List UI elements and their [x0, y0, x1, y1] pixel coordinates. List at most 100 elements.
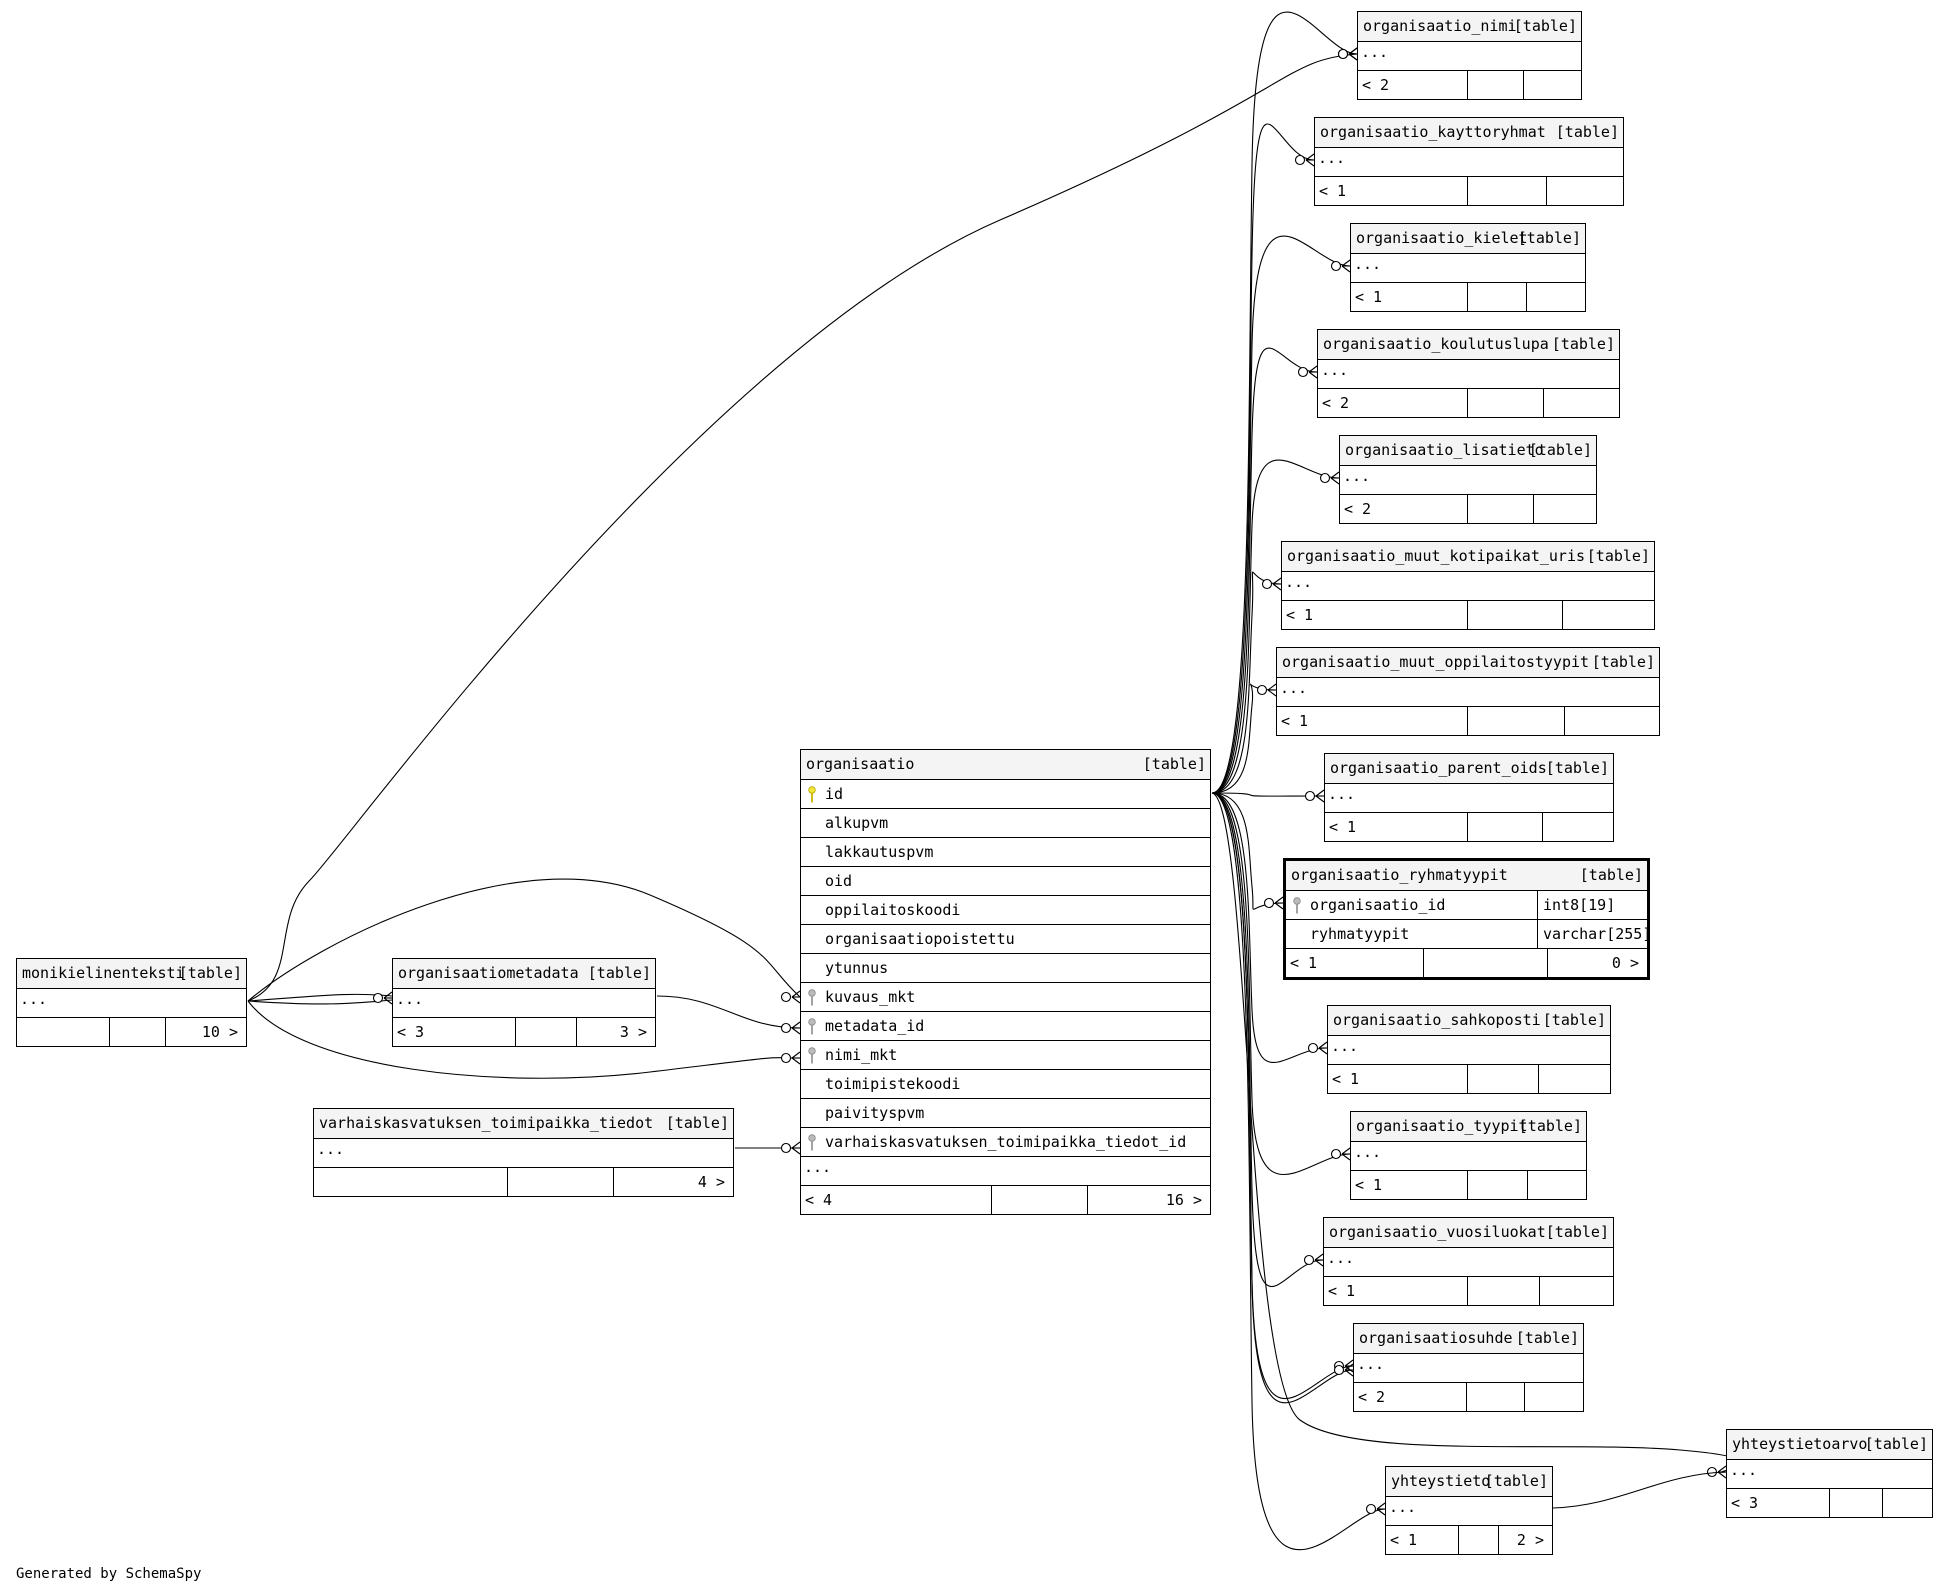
edge-organisaatio-parent-oids — [1211, 792, 1325, 797]
edge-organisaatio-koulutuslupa-end — [1297, 365, 1318, 379]
table-footer: < 1 — [1351, 1170, 1586, 1199]
edge-organisaatio-sahkoposti — [1211, 792, 1328, 1063]
ellipsis: ... — [1354, 1143, 1382, 1161]
table-name: organisaatio_muut_kotipaikat_uris — [1287, 547, 1586, 565]
table-row: ... — [1727, 1459, 1932, 1488]
table-organisaatio-muut-oppilaitostyypit[interactable]: organisaatio_muut_oppilaitostyypit[table… — [1276, 647, 1660, 736]
table-footer: < 2 — [1358, 70, 1581, 99]
table-footer: < 1 — [1328, 1064, 1610, 1093]
ellipsis: ... — [1328, 785, 1356, 803]
column-organisaatio-id: organisaatio_id int8[19] — [1286, 890, 1647, 919]
table-organisaatio-ryhmatyypit[interactable]: organisaatio_ryhmatyypit[table] organisa… — [1283, 858, 1651, 980]
edge-organisaatio-muut-oppilaitostyypit — [1211, 683, 1277, 794]
table-organisaatio-sahkoposti[interactable]: organisaatio_sahkoposti[table] ... < 1 — [1327, 1005, 1611, 1094]
edge-organisaatio-kielet-end — [1330, 259, 1351, 273]
ellipsis: ... — [1389, 1498, 1417, 1516]
table-header: monikielinenteksti[table] — [17, 959, 246, 988]
table-organisaatio[interactable]: organisaatio [table] id alkupvm lakkautus… — [800, 749, 1211, 1215]
table-row: ... — [1328, 1035, 1610, 1064]
edge-organisaatio-ryhmatyypit-end — [1263, 896, 1284, 910]
table-organisaatio-koulutuslupa[interactable]: organisaatio_koulutuslupa[table] ... < 2 — [1317, 329, 1620, 418]
edge-organisaatio-tyypit-end — [1330, 1147, 1351, 1161]
edge-organisaatio-vuosiluokat-end — [1303, 1253, 1324, 1267]
edge-monikielinenteksti-organisaatio-nimi — [247, 53, 1358, 1002]
child-count: 10 > — [201, 1023, 238, 1041]
table-kind: [table] — [587, 964, 651, 982]
parent-count: < 1 — [1390, 1531, 1418, 1549]
ellipsis: ... — [1354, 255, 1382, 273]
table-name: organisaatio_kielet — [1356, 229, 1528, 247]
column-name: id — [825, 785, 844, 803]
table-header: organisaatio_ryhmatyypit[table] — [1286, 861, 1647, 890]
column-kuvaus-mkt: kuvaus_mkt — [801, 982, 1210, 1011]
table-organisaatio-vuosiluokat[interactable]: organisaatio_vuosiluokat[table] ... < 1 — [1323, 1217, 1614, 1306]
table-footer: < 2 — [1354, 1382, 1583, 1411]
edge-yhteystieto — [1211, 792, 1386, 1551]
parent-count: < 1 — [1355, 1176, 1383, 1194]
table-varhaiskasvatuksen-toimipaikka-tiedot[interactable]: varhaiskasvatuksen_toimipaikka_tiedot[ta… — [313, 1108, 734, 1197]
column-paivityspvm: paivityspvm — [801, 1098, 1210, 1127]
edge-organisaatio-lisatieto-end — [1319, 471, 1340, 485]
edge-organisaatio-nimi — [1211, 11, 1358, 794]
table-organisaatio-lisatieto[interactable]: organisaatio_lisatieto[table] ... < 2 — [1339, 435, 1597, 524]
column-name: ryhmatyypit — [1310, 925, 1410, 943]
table-row: ... — [393, 988, 655, 1017]
table-kind: [table] — [1484, 1472, 1548, 1490]
table-footer: 4 > — [314, 1167, 733, 1196]
column-name: organisaatiopoistettu — [825, 930, 1015, 948]
ellipsis: ... — [1357, 1355, 1385, 1373]
table-organisaatio-kayttoryhmat[interactable]: organisaatio_kayttoryhmat[table] ... < 1 — [1314, 117, 1624, 206]
edge-organisaatio-ryhmatyypit — [1211, 792, 1284, 910]
edge-organisaatiosuhde-2-end — [1333, 1363, 1354, 1377]
table-organisaatio-muut-kotipaikat-uris[interactable]: organisaatio_muut_kotipaikat_uris[table]… — [1281, 541, 1655, 630]
table-name: organisaatio_koulutuslupa — [1323, 335, 1549, 353]
column-name: kuvaus_mkt — [825, 988, 916, 1006]
table-row: ... — [1277, 677, 1659, 706]
child-count: 2 > — [1516, 1531, 1544, 1549]
edge-organisaatio-koulutuslupa — [1211, 347, 1318, 794]
table-name: organisaatiometadata — [398, 964, 579, 982]
table-kind: [table] — [1513, 17, 1577, 35]
table-kind: [table] — [1142, 755, 1206, 773]
table-header: organisaatio_sahkoposti[table] — [1328, 1006, 1610, 1035]
table-organisaatio-tyypit[interactable]: organisaatio_tyypit[table] ... < 1 — [1350, 1111, 1587, 1200]
edge-monikielinenteksti-metadata-1 — [247, 993, 393, 1002]
table-name: organisaatio — [806, 755, 915, 773]
edge-nimi-mkt-end — [780, 1051, 801, 1065]
table-footer: < 2 — [1318, 388, 1619, 417]
table-monikielinenteksti[interactable]: monikielinenteksti[table] ... 10 > — [16, 958, 247, 1047]
table-organisaatiosuhde[interactable]: organisaatiosuhde[table] ... < 2 — [1353, 1323, 1584, 1412]
table-row: ... — [1354, 1353, 1583, 1382]
table-organisaatio-nimi[interactable]: organisaatio_nimi[table] ... < 2 — [1357, 11, 1582, 100]
column-ryhmatyypit: ryhmatyypit varchar[255] — [1286, 919, 1651, 948]
table-header: organisaatio_vuosiluokat[table] — [1324, 1218, 1613, 1247]
table-organisaatio-kielet[interactable]: organisaatio_kielet[table] ... < 1 — [1350, 223, 1586, 312]
table-row: ... — [1315, 147, 1623, 176]
table-header: organisaatio_kayttoryhmat[table] — [1315, 118, 1623, 147]
table-kind: [table] — [1542, 1011, 1606, 1029]
ellipsis: ... — [1280, 679, 1308, 697]
table-kind: [table] — [1528, 441, 1592, 459]
edge-monikielinenteksti-metadata-end — [372, 991, 393, 1005]
table-header: yhteystietoarvo[table] — [1727, 1430, 1932, 1459]
table-organisaatio-parent-oids[interactable]: organisaatio_parent_oids[table] ... < 1 — [1324, 753, 1614, 842]
table-yhteystietoarvo[interactable]: yhteystietoarvo[table] ... < 3 — [1726, 1429, 1933, 1518]
table-footer: < 1 — [1277, 706, 1659, 735]
edge-organisaatio-tyypit — [1211, 792, 1351, 1176]
parent-count: < 2 — [1322, 394, 1350, 412]
column-nimi-mkt: nimi_mkt — [801, 1040, 1210, 1069]
table-header: organisaatio_tyypit[table] — [1351, 1112, 1586, 1141]
column-name: alkupvm — [825, 814, 889, 832]
table-kind: [table] — [1545, 1223, 1609, 1241]
table-row: ... — [314, 1138, 733, 1167]
foreign-key-icon — [1293, 897, 1301, 914]
column-type: varchar[255] — [1543, 925, 1652, 943]
edge-organisaatiosuhde-2 — [1211, 792, 1354, 1404]
parent-count: < 1 — [1332, 1070, 1360, 1088]
edge-organisaatio-kayttoryhmat — [1211, 123, 1315, 794]
edge-organisaatio-muut-oppilaitostyypit-end — [1256, 683, 1277, 697]
column-name: lakkautuspvm — [825, 843, 934, 861]
edge-organisaatio-kielet — [1211, 235, 1351, 794]
